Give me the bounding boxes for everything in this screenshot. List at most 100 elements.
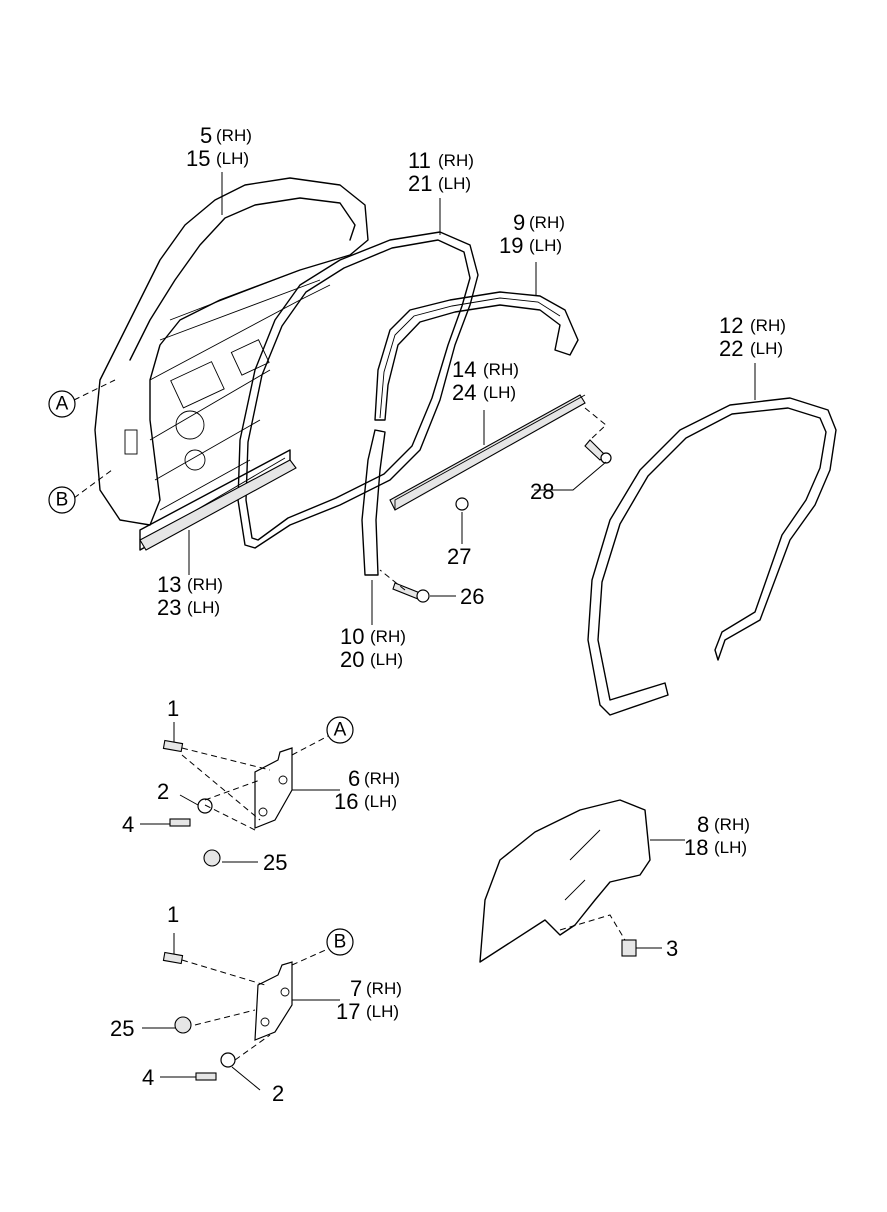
- door-glass: [479, 799, 651, 963]
- callout-17: 17 (LH): [336, 999, 399, 1024]
- callout-24-num: 24: [452, 380, 476, 405]
- callout-13-side: (RH): [187, 575, 223, 594]
- callout-22: 22 (LH): [719, 336, 783, 361]
- callout-14: 14 (RH): [452, 357, 519, 382]
- assembly-dashed-lines: [73, 379, 626, 1061]
- washer-2b: [220, 1052, 236, 1068]
- bolt-1b: [162, 951, 184, 965]
- callout-8: 8 (RH): [697, 812, 750, 837]
- body-weatherstrip: [587, 397, 837, 716]
- callout-12: 12 (RH): [719, 313, 786, 338]
- marker-b-hinge-label: B: [334, 932, 347, 953]
- bolt-4b: [195, 1072, 217, 1081]
- callout-23-side: (LH): [187, 598, 220, 617]
- washer-2a: [197, 798, 213, 814]
- clip-3: [621, 939, 637, 957]
- callout-18: 18 (LH): [684, 835, 747, 860]
- callout-15-num: 15: [186, 146, 210, 171]
- callout-10: 10 (RH): [340, 624, 406, 649]
- callout-8-side: (RH): [714, 815, 750, 834]
- outer-belt-moulding: [389, 394, 586, 511]
- callout-5: 5 (RH): [200, 123, 252, 148]
- callout-16: 16 (LH): [334, 789, 397, 814]
- callout-15: 15 (LH): [186, 146, 249, 171]
- callout-24-side: (LH): [483, 383, 516, 402]
- callout-28: 28: [530, 479, 554, 504]
- callout-17-side: (LH): [366, 1002, 399, 1021]
- bolt-28: [584, 439, 612, 464]
- callout-23: 23 (LH): [157, 595, 220, 620]
- callout-22-num: 22: [719, 336, 743, 361]
- callout-5-side: (RH): [216, 126, 252, 145]
- callout-14-side: (RH): [483, 360, 519, 379]
- callout-20-side: (LH): [370, 650, 403, 669]
- callout-7: 7 (RH): [350, 976, 402, 1001]
- callout-17-num: 17: [336, 999, 360, 1024]
- callout-9-num: 9: [513, 210, 525, 235]
- callout-16-num: 16: [334, 789, 358, 814]
- callout-18-num: 18: [684, 835, 708, 860]
- leader-lines: [140, 172, 756, 1091]
- callout-9-side: (RH): [529, 213, 565, 232]
- callout-14-num: 14: [452, 357, 476, 382]
- callout-25-upper: 25: [263, 850, 287, 875]
- rear-channel: [361, 429, 386, 576]
- marker-b-hinge: B: [326, 928, 354, 956]
- clip-27: [455, 497, 469, 511]
- inner-belt-strip: [139, 459, 297, 551]
- callout-10-side: (RH): [370, 627, 406, 646]
- bolt-25b: [174, 1016, 192, 1034]
- callout-20: 20 (LH): [340, 647, 403, 672]
- callout-26: 26: [460, 584, 484, 609]
- callout-6-side: (RH): [364, 769, 400, 788]
- marker-a-hinge: A: [326, 716, 354, 744]
- callout-16-side: (LH): [364, 792, 397, 811]
- callout-13: 13 (RH): [157, 572, 223, 597]
- callout-7-num: 7: [350, 976, 362, 1001]
- marker-b-top: B: [48, 486, 76, 514]
- callout-8-num: 8: [697, 812, 709, 837]
- bolt-26: [392, 582, 430, 603]
- callout-13-num: 13: [157, 572, 181, 597]
- callout-18-side: (LH): [714, 838, 747, 857]
- callout-20-num: 20: [340, 647, 364, 672]
- callout-2-upper: 2: [157, 779, 169, 804]
- callout-11-side: (RH): [438, 151, 474, 170]
- callout-19-num: 19: [499, 233, 523, 258]
- marker-a-top: A: [48, 390, 76, 418]
- bolt-1a: [162, 739, 184, 753]
- callout-12-num: 12: [719, 313, 743, 338]
- callout-19: 19 (LH): [499, 233, 562, 258]
- weatherstrip-door-side: [237, 231, 479, 549]
- callout-15-side: (LH): [216, 149, 249, 168]
- callout-21-num: 21: [408, 171, 432, 196]
- callout-12-side: (RH): [750, 316, 786, 335]
- callout-4-upper: 4: [122, 812, 134, 837]
- bolt-4a: [169, 818, 191, 827]
- callout-4-lower: 4: [142, 1065, 154, 1090]
- callout-9: 9 (RH): [513, 210, 565, 235]
- callout-24: 24 (LH): [452, 380, 516, 405]
- callout-19-side: (LH): [529, 236, 562, 255]
- callout-21-side: (LH): [438, 174, 471, 193]
- callout-27: 27: [447, 544, 471, 569]
- glass-run-channel: [374, 291, 579, 421]
- callout-11: 11 (RH): [408, 148, 474, 173]
- callout-6: 6 (RH): [348, 766, 400, 791]
- callout-22-side: (LH): [750, 339, 783, 358]
- callout-2-lower: 2: [272, 1081, 284, 1106]
- callout-25-lower: 25: [110, 1016, 134, 1041]
- callout-10-num: 10: [340, 624, 364, 649]
- callout-3: 3: [666, 936, 678, 961]
- bolt-25a: [203, 849, 221, 867]
- callout-1-upper: 1: [167, 696, 179, 721]
- callout-21: 21 (LH): [408, 171, 471, 196]
- callout-7-side: (RH): [366, 979, 402, 998]
- marker-b-top-label: B: [56, 490, 69, 511]
- marker-a-hinge-label: A: [334, 720, 347, 741]
- callout-11-num: 11: [408, 148, 431, 173]
- callout-1-lower: 1: [167, 902, 179, 927]
- callout-5-num: 5: [200, 123, 212, 148]
- marker-a-top-label: A: [56, 394, 69, 415]
